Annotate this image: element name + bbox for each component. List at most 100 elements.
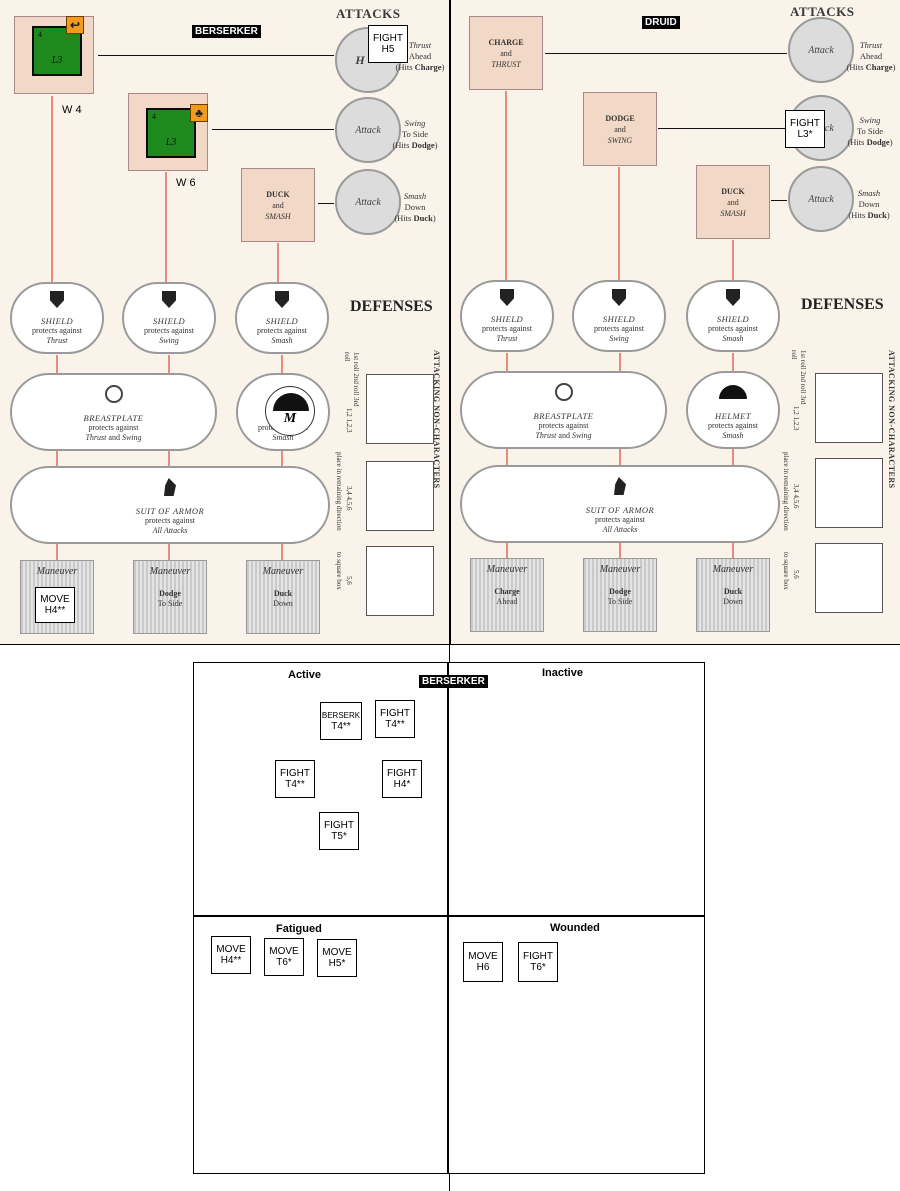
maneuver-label: Maneuver <box>36 566 78 577</box>
attack-desc-hits-target: Dodge <box>866 137 890 147</box>
connector-line <box>277 243 279 282</box>
defense-protects: protects against <box>595 515 645 524</box>
breastplate[interactable]: BREASTPLATE protects against Thrust and … <box>460 371 667 449</box>
helmet-m-counter[interactable]: M <box>265 386 315 436</box>
attack-desc-hits-target: Charge <box>414 62 442 72</box>
attack-desc-line2: Down <box>404 202 426 212</box>
attack-desc-hits: (Hits <box>848 210 868 220</box>
attack-desc-swing: Swing To Side (Hits Dodge) <box>840 115 900 148</box>
attack-circle-thrust[interactable]: Attack <box>788 17 854 83</box>
defense-title: HELMET <box>714 411 752 421</box>
defense-protects: protects against <box>88 423 139 432</box>
maneuver-box-duck[interactable]: Maneuver Duck Down <box>246 560 320 634</box>
wounded-chit-move[interactable]: MOVE H6 <box>463 942 503 982</box>
breastplate-icon <box>104 385 123 403</box>
defense-title: BREASTPLATE <box>83 413 144 423</box>
move-box-and: and <box>272 200 284 210</box>
connector-line <box>168 355 170 373</box>
move-box-dodge[interactable]: DODGE and SWING <box>583 92 657 166</box>
attack-circle-label: Attack <box>355 196 381 208</box>
suit-of-armor[interactable]: SUIT OF ARMOR protects against All Attac… <box>10 466 330 544</box>
shield-smash[interactable]: SHIELD protects against Smash <box>235 282 329 354</box>
helmet[interactable]: HELMET protects against Smash <box>686 371 780 449</box>
non-character-box-2[interactable] <box>366 461 434 531</box>
attack-arrow <box>212 129 334 130</box>
move-box-title: DUCK <box>721 186 745 196</box>
attack-fight-chit[interactable]: FIGHT L3* <box>785 110 825 148</box>
move-box-duck[interactable]: DUCK and SMASH <box>696 165 770 239</box>
breastplate[interactable]: BREASTPLATE protects against Thrust and … <box>10 373 217 451</box>
active-chit-fight[interactable]: FIGHT H4* <box>382 760 422 798</box>
wounded-chit-fight[interactable]: FIGHT T6* <box>518 942 558 982</box>
chit-line1: FIGHT <box>380 708 410 719</box>
non-character-box-1[interactable] <box>815 373 883 443</box>
attack-circle-smash[interactable]: Attack <box>335 169 401 235</box>
connector-line <box>165 172 167 282</box>
maneuver-box-charge[interactable]: Maneuver Charge Ahead <box>470 558 544 632</box>
chit-line2: T4** <box>285 779 305 790</box>
maneuver-box-dodge[interactable]: Maneuver Dodge To Side <box>133 560 207 634</box>
defense-title: SHIELD <box>490 314 524 324</box>
maneuver-box-duck[interactable]: Maneuver Duck Down <box>696 558 770 632</box>
attack-desc-swing: Swing To Side (Hits Dodge) <box>385 118 445 151</box>
attack-desc-line2: Down <box>858 199 880 209</box>
connector-line <box>618 167 620 281</box>
active-chit-fight[interactable]: FIGHT T4** <box>375 700 415 738</box>
attack-desc-line1: Swing <box>859 115 881 125</box>
monster-counter[interactable]: 4 L3 <box>146 108 196 158</box>
attack-desc-line1: Swing <box>404 118 426 128</box>
active-chit-fight[interactable]: FIGHT T4** <box>275 760 315 798</box>
connector-line <box>619 543 621 559</box>
move-box-charge[interactable]: CHARGE and THRUST <box>469 16 543 90</box>
non-character-box-2[interactable] <box>815 458 883 528</box>
shield-smash[interactable]: SHIELD protects against Smash <box>686 280 780 352</box>
chit-line1: FIGHT <box>373 33 403 44</box>
active-chit-fight[interactable]: FIGHT T5* <box>319 812 359 850</box>
attack-arrow <box>318 203 334 204</box>
chit-line2: T4** <box>331 721 351 732</box>
vertical-divider <box>449 0 451 644</box>
attack-circle-swing[interactable]: Attack <box>335 97 401 163</box>
defense-target: Swing <box>609 334 629 343</box>
monster-weight: W 4 <box>62 104 82 116</box>
suit-of-armor[interactable]: SUIT OF ARMOR protects against All Attac… <box>460 465 780 543</box>
shield-swing[interactable]: SHIELD protects against Swing <box>572 280 666 352</box>
monster-counter[interactable]: 4 L3 <box>32 26 82 76</box>
maneuver-move: Duck <box>273 589 293 598</box>
active-chit-berserk[interactable]: BERSERK T4** <box>320 702 362 740</box>
shield-swing[interactable]: SHIELD protects against Swing <box>122 282 216 354</box>
shield-thrust[interactable]: SHIELD protects against Thrust <box>460 280 554 352</box>
non-character-box-3[interactable] <box>366 546 434 616</box>
connector-line <box>281 451 283 467</box>
connector-line <box>732 543 734 559</box>
attack-fight-chit[interactable]: FIGHT H5 <box>368 25 408 63</box>
maneuver-box-dodge[interactable]: Maneuver Dodge To Side <box>583 558 657 632</box>
panel-owner-label: BERSERKER <box>419 675 488 688</box>
roll-note-2: place in remaining direction <box>782 452 790 531</box>
maneuver-dir: To Side <box>607 597 633 606</box>
attack-circle-smash[interactable]: Attack <box>788 166 854 232</box>
move-box-and: and <box>727 197 739 207</box>
connector-line <box>51 96 53 282</box>
defense-target: Thrust <box>46 336 68 345</box>
move-box-duck[interactable]: DUCK and SMASH <box>241 168 315 242</box>
connector-line <box>56 544 58 560</box>
roll-note-3: to square box <box>782 552 790 590</box>
attack-desc-close: ) <box>432 213 436 223</box>
fatigued-chit-move[interactable]: MOVE H4** <box>211 936 251 974</box>
attack-desc-hits-target: Duck <box>867 210 887 220</box>
defense-target: Thrust <box>496 334 518 343</box>
fatigued-chit-move[interactable]: MOVE T6* <box>264 938 304 976</box>
non-character-box-1[interactable] <box>366 374 434 444</box>
shield-thrust[interactable]: SHIELD protects against Thrust <box>10 282 104 354</box>
maneuver-move-chit[interactable]: MOVE H4** <box>35 587 75 623</box>
chit-line2: T5* <box>331 831 347 842</box>
move-box-and: and <box>614 124 626 134</box>
fatigued-label: Fatigued <box>276 923 322 935</box>
roll-values-2: 3,4 4,5,6 <box>345 486 353 511</box>
attack-desc-line1: Smash <box>857 188 881 198</box>
non-character-box-3[interactable] <box>815 543 883 613</box>
fatigued-chit-move[interactable]: MOVE H5* <box>317 939 357 977</box>
chit-line2: H5 <box>381 44 395 55</box>
shield-icon <box>612 289 626 306</box>
